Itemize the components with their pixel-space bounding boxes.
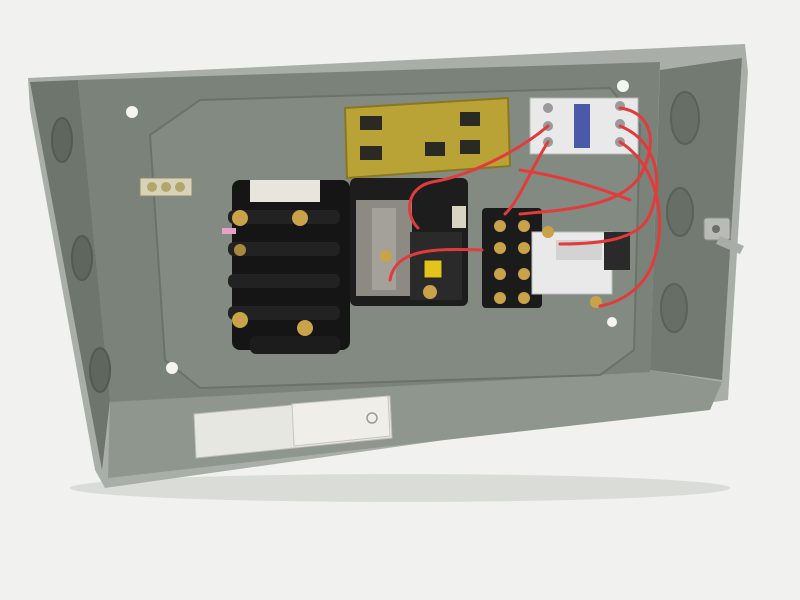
contactor-coil: [350, 178, 468, 306]
contactor-body: [232, 180, 350, 350]
mounting-hole: [126, 106, 138, 118]
control-wiring: [388, 106, 661, 308]
mounting-hole: [607, 317, 617, 327]
ground-lug-hole: [712, 225, 720, 233]
contactor: [222, 180, 350, 354]
knockout: [666, 187, 694, 237]
ground-lug-tab: [716, 236, 744, 254]
terminal-screw: [297, 320, 313, 336]
terminal-screw: [232, 210, 248, 226]
knockout: [71, 235, 93, 281]
mounting-bracket: [343, 96, 512, 180]
enclosure-shadow: [70, 474, 730, 502]
mounting-hole: [617, 80, 629, 92]
terminal-screw: [292, 210, 308, 226]
knockout: [89, 347, 111, 393]
overload-relay: [482, 208, 630, 308]
mounting-hole: [166, 362, 178, 374]
terminal-screw: [234, 244, 246, 256]
knockout: [51, 117, 73, 163]
ground-terminal-bar: [139, 177, 193, 197]
contactor-label: [250, 180, 320, 202]
square-d-logo: [423, 259, 443, 279]
terminal-screw: [232, 312, 248, 328]
knockout: [660, 283, 688, 333]
knockout: [670, 91, 700, 145]
nameplate-label: [193, 395, 393, 459]
